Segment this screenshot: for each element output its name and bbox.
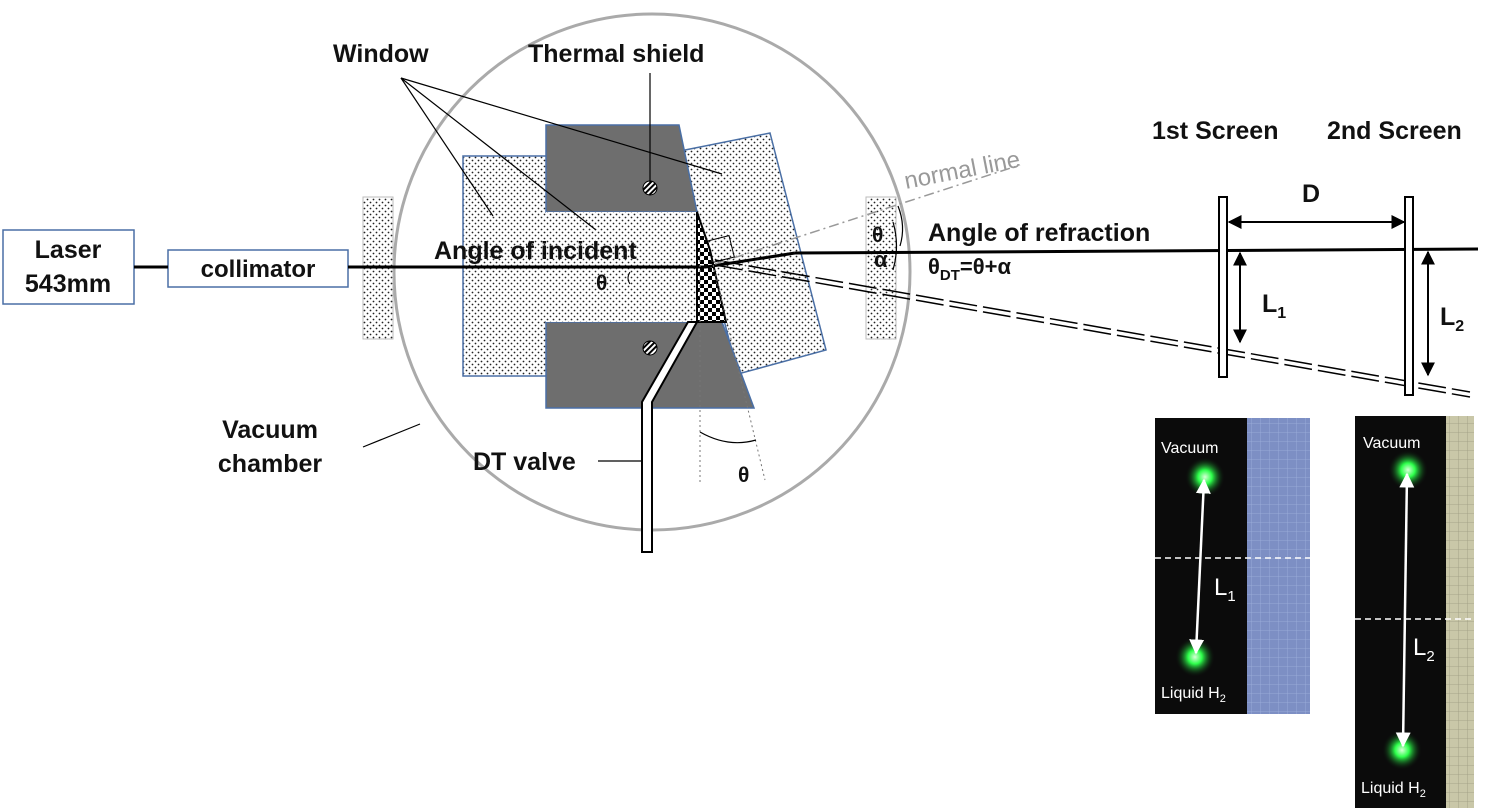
laser-beam-out — [794, 247, 1479, 255]
window-leader-3 — [400, 77, 723, 175]
window-label: Window — [333, 40, 429, 68]
vacuum-label-1: Vacuum — [1161, 440, 1219, 457]
L1-photo-label: L1 — [1214, 574, 1236, 605]
liquid-spot-1 — [1175, 637, 1215, 677]
window-leader-1 — [400, 77, 494, 217]
liquid-label-2: Liquid H2 — [1361, 780, 1426, 800]
L1-photo-arrow — [1189, 478, 1211, 655]
vacuum-spot-1 — [1185, 457, 1225, 497]
alpha-arc — [892, 221, 898, 271]
vacuum-label-2: Vacuum — [1363, 435, 1421, 452]
theta-bottom-label: θ — [738, 464, 749, 487]
screen2-photo: Vacuum Liquid H2 L2 — [1355, 416, 1474, 808]
vacuum-chamber-leader — [362, 423, 421, 448]
screen2-grid-strip — [1446, 416, 1474, 808]
normal-line — [714, 164, 1021, 265]
L2-label: L2 — [1440, 303, 1464, 335]
screen1-label: 1st Screen — [1152, 117, 1278, 145]
liquid-label-1: Liquid H2 — [1161, 685, 1226, 705]
shield-bolt-bottom — [642, 340, 658, 356]
laser-box — [2, 229, 135, 305]
theta-arc-right — [897, 205, 904, 247]
L1-label: L1 — [1262, 290, 1286, 322]
alpha-label: α — [874, 247, 888, 272]
screen-2 — [1404, 196, 1414, 396]
angle-incident-label: Angle of incident — [434, 237, 637, 265]
dt-valve-label: DT valve — [473, 448, 576, 476]
theta-arc-bottom — [699, 431, 757, 444]
collimator-label: collimator — [201, 256, 316, 283]
window-leader-2 — [400, 77, 597, 231]
deflected-beam-a — [714, 259, 1471, 393]
laser-beam-refracted — [705, 251, 796, 269]
normal-line-label: normal line — [902, 146, 1022, 195]
theta-right-label: θ — [872, 224, 883, 247]
laser-label-1: Laser — [35, 236, 102, 264]
screen-1 — [1218, 196, 1228, 378]
theta-dt-label: θDT=θ+α — [928, 254, 1011, 284]
theta-incident-label: θ — [596, 272, 607, 295]
angle-refraction-label: Angle of refraction — [928, 219, 1150, 247]
right-angle-mark — [707, 235, 735, 263]
vacuum-chamber-label-2: chamber — [218, 450, 322, 478]
laser-label-2: 543mm — [25, 270, 111, 298]
thermal-shield-label: Thermal shield — [528, 40, 704, 68]
screen1-grid-strip — [1247, 418, 1310, 714]
distance-D-label: D — [1302, 180, 1320, 208]
deflected-beam-b — [714, 264, 1471, 398]
theta-arc-incident — [627, 271, 631, 285]
dt-valve-pipe — [641, 321, 699, 553]
screen2-label: 2nd Screen — [1327, 117, 1462, 145]
L2-photo-arrow — [1395, 472, 1415, 748]
outer-window-right — [865, 196, 897, 340]
vacuum-chamber-label-1: Vacuum — [222, 416, 318, 444]
screen1-photo: Vacuum Liquid H2 L1 — [1155, 418, 1310, 714]
L2-photo-label: L2 — [1413, 634, 1435, 665]
thermal-shield-top — [545, 124, 698, 213]
